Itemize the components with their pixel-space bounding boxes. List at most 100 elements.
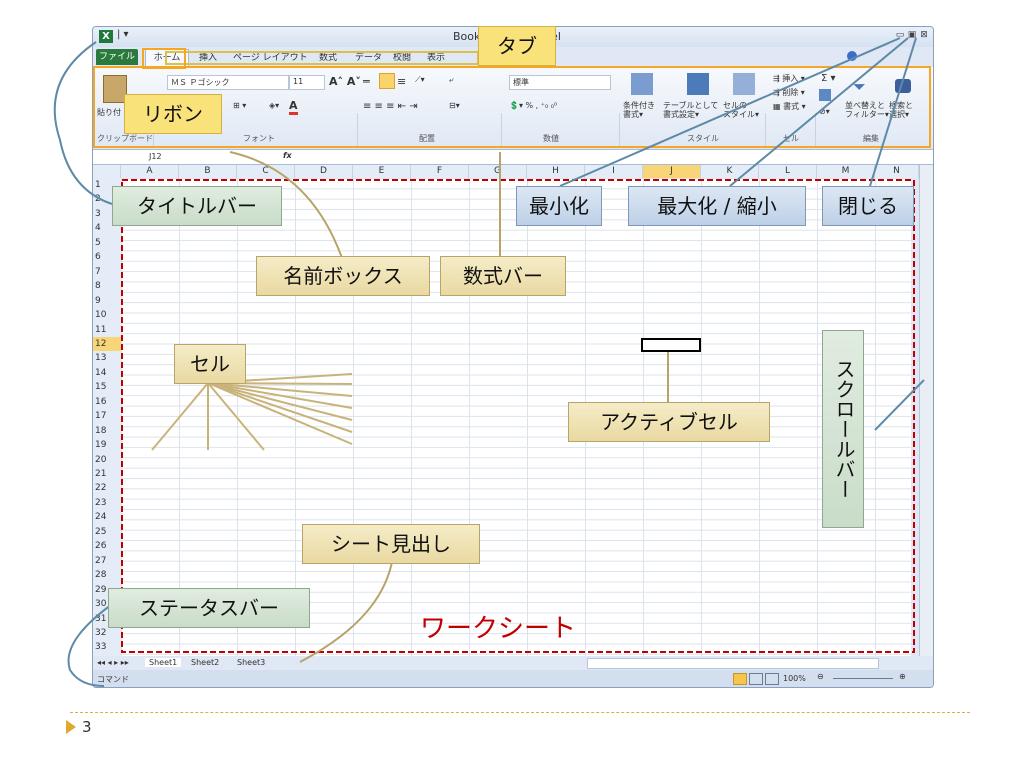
column-header-active[interactable]: J (643, 165, 701, 178)
sort-filter-label[interactable]: 並べ替えと フィルター▾ (845, 101, 889, 119)
format-cells-button[interactable]: ▦ 書式 ▾ (773, 102, 806, 111)
column-header[interactable]: L (759, 165, 817, 178)
merge-icon[interactable]: ⊟▾ (449, 101, 460, 110)
row-header[interactable]: 15 (95, 382, 107, 393)
column-header[interactable]: E (353, 165, 411, 178)
clear-icon[interactable]: ⊘▾ (819, 107, 830, 116)
row-header[interactable]: 25 (95, 526, 107, 537)
close-icon[interactable]: ⊠ (920, 30, 928, 40)
quick-access-toolbar[interactable]: | ▾ (117, 29, 129, 40)
tab-page-layout[interactable]: ページ レイアウト (233, 53, 308, 63)
vertical-scrollbar[interactable] (919, 165, 933, 656)
column-header[interactable]: G (469, 165, 527, 178)
sort-filter-icon[interactable]: ⏷ (853, 77, 866, 96)
column-header[interactable]: A (121, 165, 179, 178)
tab-formulas[interactable]: 数式 (319, 53, 338, 63)
autosum-icon[interactable]: Σ ▾ (821, 73, 836, 84)
row-header[interactable]: 5 (95, 237, 101, 248)
row-header[interactable]: 28 (95, 570, 107, 581)
normal-view-icon[interactable] (733, 673, 747, 685)
format-as-table-label[interactable]: テーブルとして 書式設定▾ (663, 101, 719, 119)
tab-review[interactable]: 校閲 (393, 53, 412, 63)
column-header[interactable]: K (701, 165, 759, 178)
borders-icon[interactable]: ⊞ ▾ (233, 101, 247, 110)
find-select-icon[interactable] (895, 79, 911, 93)
column-header[interactable]: C (237, 165, 295, 178)
sheet-tab-2[interactable]: Sheet2 (191, 658, 220, 667)
row-header[interactable]: 23 (95, 497, 107, 508)
tab-view[interactable]: 表示 (427, 53, 446, 63)
page-break-view-icon[interactable] (765, 673, 779, 685)
row-header[interactable]: 14 (95, 367, 107, 378)
grow-font-icon[interactable]: A˄ A˅ (329, 75, 361, 88)
cell-styles-icon[interactable] (733, 73, 755, 95)
zoom-in-icon[interactable]: ⊕ (899, 672, 906, 681)
row-header[interactable]: 26 (95, 541, 107, 552)
row-header[interactable]: 16 (95, 396, 107, 407)
number-format-icons[interactable]: 💲▾ % , ⁺₀ ₀⁰ (509, 101, 558, 110)
format-as-table-icon[interactable] (687, 73, 709, 95)
row-header[interactable]: 33 (95, 642, 107, 653)
orientation-icon[interactable]: ⟋▾ (415, 75, 425, 84)
row-header[interactable]: 22 (95, 483, 107, 494)
row-header-active[interactable]: 12 (93, 336, 121, 351)
row-header[interactable]: 17 (95, 411, 107, 422)
row-header[interactable]: 10 (95, 310, 107, 321)
row-header[interactable]: 21 (95, 469, 107, 479)
column-header[interactable]: D (295, 165, 353, 178)
row-header[interactable]: 11 (95, 324, 107, 335)
zoom-level[interactable]: 100% (783, 674, 806, 683)
fill-color-icon[interactable]: ◈▾ (269, 101, 280, 110)
column-header[interactable]: F (411, 165, 469, 178)
column-header[interactable]: M (817, 165, 875, 178)
cell-styles-label[interactable]: セルの スタイル▾ (723, 101, 760, 119)
row-header[interactable]: 19 (95, 440, 107, 451)
font-color-icon[interactable]: A (289, 99, 298, 115)
conditional-format-icon[interactable] (631, 73, 653, 95)
fx-icon[interactable]: fx (283, 151, 292, 160)
alignment-icons[interactable]: ≡ ≡ ≡ ⇤ ⇥ (363, 101, 418, 112)
align-middle-icon[interactable] (379, 73, 395, 89)
active-cell[interactable] (641, 338, 701, 352)
number-format-select[interactable]: 標準 (509, 75, 611, 90)
conditional-format-label[interactable]: 条件付き 書式▾ (623, 101, 655, 119)
find-select-label[interactable]: 検索と 選択▾ (889, 101, 913, 119)
row-header[interactable]: 18 (95, 425, 107, 436)
row-header[interactable]: 24 (95, 512, 107, 523)
align-top-icon[interactable]: ═ (363, 75, 370, 88)
sheet-tab-1[interactable]: Sheet1 (145, 658, 182, 667)
row-header[interactable]: 4 (95, 223, 101, 234)
column-header[interactable]: B (179, 165, 237, 178)
row-header[interactable]: 6 (95, 252, 101, 263)
minimize-icon[interactable]: ▭ (895, 30, 905, 40)
column-header[interactable]: I (585, 165, 643, 178)
sheet-tab-3[interactable]: Sheet3 (237, 658, 266, 667)
tab-insert[interactable]: 挿入 (199, 53, 218, 63)
column-header[interactable]: H (527, 165, 585, 178)
row-header[interactable]: 7 (95, 266, 101, 277)
delete-cells-button[interactable]: ⇶ 削除 ▾ (773, 88, 805, 97)
font-size-select[interactable]: 11 (289, 75, 325, 90)
row-header[interactable]: 9 (95, 295, 101, 306)
name-box[interactable]: J12 (95, 151, 225, 163)
tab-file[interactable]: ファイル (96, 49, 138, 65)
horizontal-scrollbar[interactable] (587, 658, 879, 669)
wrap-text-icon[interactable]: ⤶ (449, 75, 454, 84)
row-header[interactable]: 13 (95, 353, 107, 364)
row-header[interactable]: 32 (95, 627, 107, 638)
zoom-slider[interactable] (833, 678, 893, 679)
font-name-select[interactable]: ＭＳ Ｐゴシック (167, 75, 289, 90)
tab-home[interactable]: ホーム (145, 49, 189, 67)
row-header[interactable]: 3 (95, 208, 101, 219)
row-header[interactable]: 20 (95, 454, 107, 465)
row-header[interactable]: 27 (95, 555, 107, 566)
select-all-corner[interactable] (93, 165, 121, 178)
row-header[interactable]: 8 (95, 281, 101, 292)
tab-data[interactable]: データ (355, 53, 383, 63)
maximize-icon[interactable]: ▣ (907, 30, 917, 40)
fill-icon[interactable] (819, 89, 831, 101)
formula-input[interactable] (303, 151, 923, 163)
help-icon[interactable] (847, 51, 857, 61)
page-layout-view-icon[interactable] (749, 673, 763, 685)
excel-icon[interactable]: X (99, 30, 113, 43)
